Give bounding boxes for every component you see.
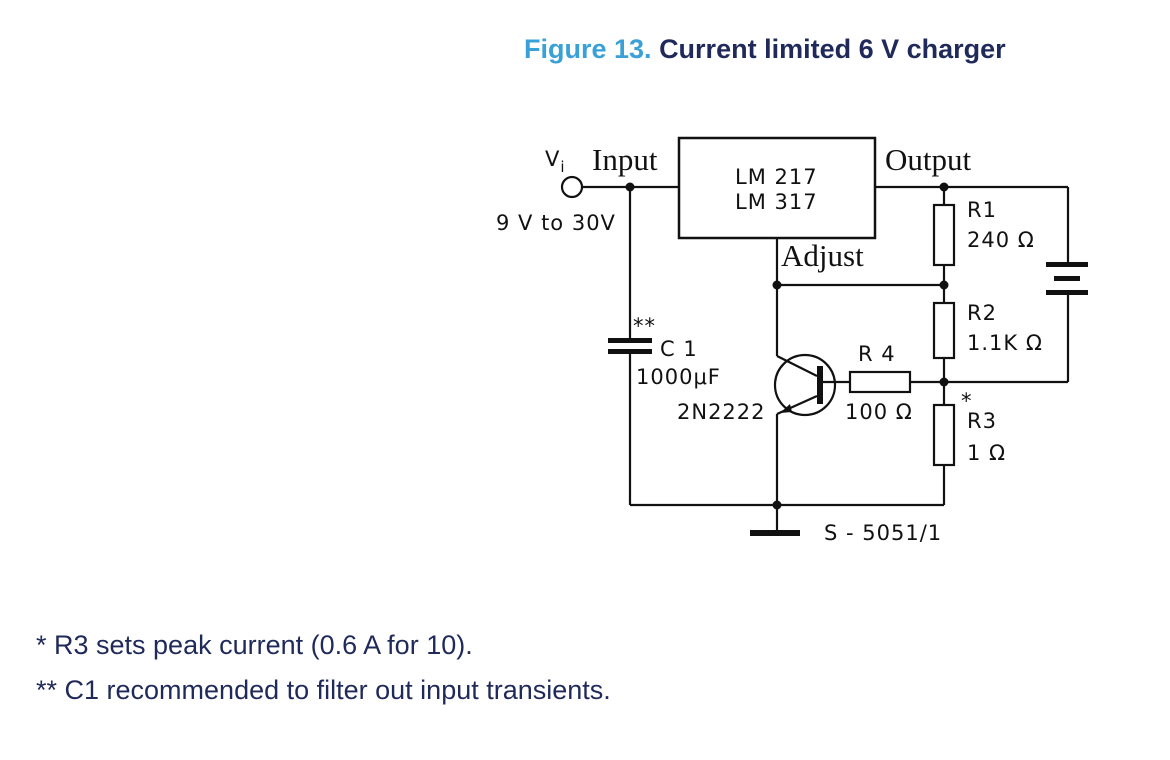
transistor-envelope — [773, 353, 837, 417]
battery-plate-2 — [1054, 276, 1080, 281]
c1-name: C 1 — [660, 337, 698, 361]
footnote-r3: * R3 sets peak current (0.6 A for 10). — [36, 630, 473, 660]
r4-value: 100 Ω — [845, 400, 913, 424]
battery-plate-1 — [1046, 262, 1088, 267]
r1-name: R1 — [967, 198, 997, 222]
ground-symbol — [750, 530, 800, 536]
footnote-c1: ** C1 recommended to filter out input tr… — [36, 675, 611, 705]
footnotes: * R3 sets peak current (0.6 A for 10). *… — [36, 630, 611, 720]
circuit-schematic: LM 217 LM 317 Vi Input 9 V to 30V ** C 1… — [496, 136, 1088, 545]
c1-stars: ** — [633, 314, 656, 338]
r3-star: * — [961, 389, 973, 413]
transistor-collector — [776, 355, 818, 377]
drawing-reference: S - 5051/1 — [824, 521, 942, 545]
adjust-label: Adjust — [781, 238, 864, 273]
regulator-label-2: LM 317 — [735, 190, 818, 214]
figure-caption: Current limited 6 V charger — [659, 34, 1006, 64]
figure-number: Figure 13. — [524, 34, 652, 64]
voltage-range-label: 9 V to 30V — [496, 211, 616, 235]
vi-label: Vi — [545, 147, 566, 176]
transistor-label: 2N2222 — [677, 400, 766, 424]
r2-value: 1.1K Ω — [967, 331, 1043, 355]
r4-resistor — [848, 370, 912, 394]
battery-plate-3 — [1046, 290, 1088, 295]
adjust-node — [772, 280, 782, 290]
r2-name: R2 — [967, 301, 997, 325]
input-terminal — [560, 175, 584, 199]
r1-value: 240 Ω — [967, 228, 1035, 252]
c1-value: 1000μF — [636, 365, 721, 389]
r1-resistor — [932, 203, 956, 267]
transistor-base-bar — [817, 366, 823, 404]
regulator-label-1: LM 217 — [735, 165, 818, 189]
c1-plate-top — [608, 338, 652, 343]
r4-name: R 4 — [858, 342, 896, 366]
divider-node — [939, 280, 949, 290]
r3-name: R3 — [967, 409, 997, 433]
r3-resistor — [932, 403, 956, 467]
figure-title: Figure 13. Current limited 6 V charger — [524, 34, 1006, 65]
output-label: Output — [885, 142, 972, 177]
c1-plate-bottom — [608, 349, 652, 354]
input-label: Input — [592, 142, 658, 177]
emitter-arrow — [780, 404, 792, 413]
r3-value: 1 Ω — [967, 441, 1006, 465]
r2-resistor — [932, 301, 956, 360]
